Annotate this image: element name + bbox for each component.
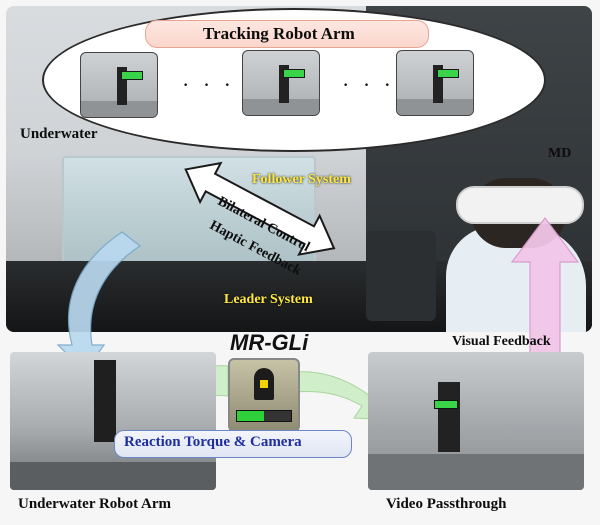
bubble-title: Tracking Robot Arm <box>203 24 355 43</box>
system-name: MR-GLi <box>230 330 309 355</box>
leader-label: Leader System <box>224 292 313 307</box>
underwater-label: Underwater <box>20 126 98 142</box>
reaction-caption-box <box>114 430 352 458</box>
workbench-passthrough <box>368 454 584 490</box>
yellow-marker <box>260 380 268 388</box>
green-indicator <box>437 69 459 78</box>
torque-fill <box>237 411 264 421</box>
leader-device <box>366 231 436 321</box>
blue-down-arrow <box>56 231 142 373</box>
green-indicator <box>121 71 143 80</box>
robot-arm-icon <box>438 382 460 452</box>
torque-inset <box>228 358 300 432</box>
green-indicator <box>434 400 458 409</box>
right-caption: Video Passthrough <box>386 496 507 512</box>
robot-arm-icon <box>433 65 443 103</box>
thumb-base <box>81 101 157 117</box>
follower-label: Follower System <box>252 172 351 187</box>
underwater-arm-photo <box>10 352 216 490</box>
visual-feedback-label: Visual Feedback <box>452 334 551 349</box>
ellipsis-2: · · · <box>342 72 395 97</box>
md-label: MD <box>548 146 572 161</box>
robot-arm-icon <box>117 67 127 105</box>
torque-indicator-bar <box>236 410 292 422</box>
vr-headset-icon <box>456 186 584 224</box>
passthrough-photo <box>368 352 584 490</box>
thumb-base <box>397 99 473 115</box>
robot-arm-thumbnail-2 <box>242 50 320 116</box>
thumb-base <box>243 99 319 115</box>
bubble-title-box <box>145 20 429 48</box>
tank-bottom <box>10 462 216 490</box>
left-caption: Underwater Robot Arm <box>18 496 172 512</box>
bilateral-arrow <box>184 161 336 256</box>
ellipsis-1: · · · <box>182 72 235 97</box>
robot-arm-icon <box>94 360 116 442</box>
reaction-caption: Reaction Torque & Camera <box>124 434 302 450</box>
green-indicator <box>283 69 305 78</box>
robot-arm-thumbnail-1 <box>80 52 158 118</box>
robot-arm-icon <box>279 65 289 103</box>
robot-arm-thumbnail-3 <box>396 50 474 116</box>
